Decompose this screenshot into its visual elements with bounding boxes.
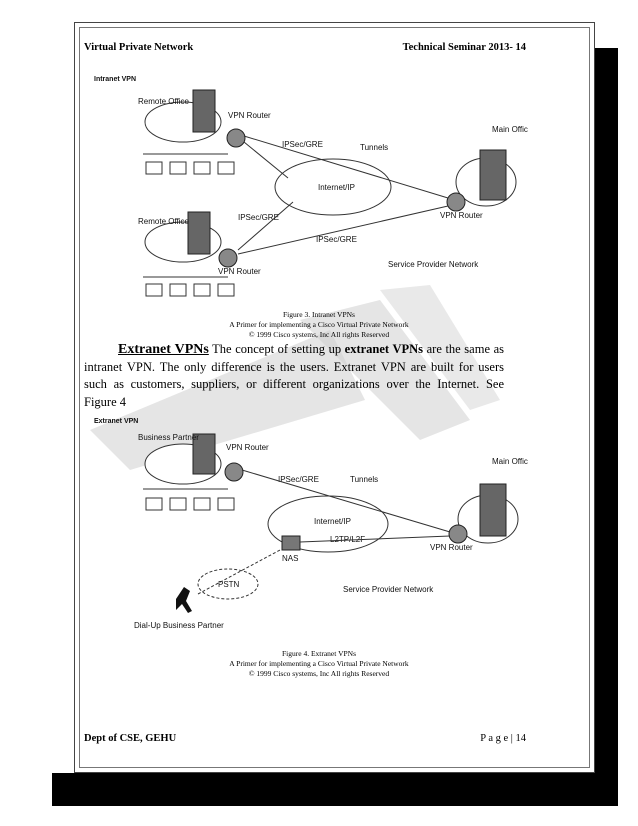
label-ipsec-gre: IPSec/GRE	[278, 475, 319, 484]
label-internet: Internet/IP	[318, 183, 355, 192]
label-ipsec-gre: IPSec/GRE	[316, 235, 357, 244]
caption-line: Figure 3. Intranet VPNs	[283, 310, 355, 319]
router-icon	[226, 128, 246, 148]
router-icon	[446, 192, 466, 212]
caption-line: Figure 4. Extranet VPNs	[281, 649, 357, 658]
label-vpn-router: VPN Router	[218, 267, 261, 276]
label-l2tp: L2TP/L2F	[330, 535, 365, 544]
label-pstn: PSTN	[218, 580, 240, 589]
building-icon	[187, 211, 211, 255]
label-ipsec-gre: IPSec/GRE	[282, 140, 323, 149]
computer-icon	[169, 161, 187, 175]
person-icon	[176, 587, 192, 613]
footer-dept: Dept of CSE, GEHU	[84, 733, 177, 744]
figure-extranet-vpn: Extranet VPN Business Partner VPN Router…	[94, 418, 528, 630]
label-main-office: Main Office	[492, 125, 528, 134]
computer-icon	[145, 161, 163, 175]
nas-icon	[281, 535, 301, 551]
label-remote-office: Remote Office	[138, 97, 190, 106]
building-icon	[479, 149, 507, 201]
caption-line: A Primer for implementing a Cisco Virtua…	[229, 320, 409, 329]
computer-icon	[193, 497, 211, 511]
page-shadow-right	[595, 48, 618, 806]
label-main-office: Main Office	[492, 457, 528, 466]
computer-icon	[145, 283, 163, 297]
header-title: Virtual Private Network	[84, 42, 194, 53]
caption-line: A Primer for implementing a Cisco Virtua…	[229, 659, 409, 668]
caption-line: © 1999 Cisco systems, Inc All rights Res…	[248, 669, 390, 678]
label-tunnels: Tunnels	[360, 143, 388, 152]
section-heading: Extranet VPNs	[118, 342, 209, 357]
computer-icon	[193, 161, 211, 175]
router-icon	[448, 524, 468, 544]
body-paragraph: Extranet VPNs The concept of setting up …	[84, 341, 504, 411]
label-business-partner: Business Partner	[138, 433, 199, 442]
label-vpn-router: VPN Router	[440, 211, 483, 220]
building-icon	[192, 433, 216, 475]
computer-icon	[145, 497, 163, 511]
label-dialup-partner: Dial-Up Business Partner	[134, 621, 224, 630]
label-tunnels: Tunnels	[350, 475, 378, 484]
footer-page: P a g e | 14	[480, 733, 526, 744]
label-remote-office: Remote Office	[138, 217, 190, 226]
computer-icon	[193, 283, 211, 297]
computer-icon	[217, 283, 235, 297]
label-vpn-router: VPN Router	[228, 111, 271, 120]
computer-icon	[169, 283, 187, 297]
router-icon	[224, 462, 244, 482]
label-vpn-router: VPN Router	[430, 543, 473, 552]
paragraph-text: The concept of setting up	[208, 342, 345, 356]
label-service-provider: Service Provider Network	[388, 260, 479, 269]
computer-icon	[217, 497, 235, 511]
building-icon	[192, 89, 216, 133]
label-vpn-router: VPN Router	[226, 443, 269, 452]
computer-icon	[217, 161, 235, 175]
router-icon	[218, 248, 238, 268]
figure-title: Extranet VPN	[94, 418, 138, 425]
figure3-caption: Figure 3. Intranet VPNs A Primer for imp…	[0, 310, 638, 340]
label-ipsec-gre: IPSec/GRE	[238, 213, 279, 222]
building-icon	[479, 483, 507, 537]
header-course: Technical Seminar 2013- 14	[402, 42, 526, 53]
label-service-provider: Service Provider Network	[343, 585, 434, 594]
figure-title: Intranet VPN	[94, 76, 136, 83]
label-internet: Internet/IP	[314, 517, 351, 526]
figure4-caption: Figure 4. Extranet VPNs A Primer for imp…	[0, 649, 638, 679]
page-shadow-bottom	[52, 773, 618, 806]
caption-line: © 1999 Cisco systems, Inc All rights Res…	[248, 330, 390, 339]
label-nas: NAS	[282, 554, 298, 563]
figure-intranet-vpn: Intranet VPN Remote Office VPN Router In…	[94, 76, 528, 297]
paragraph-text: are the same as intranet VPN. The only d…	[84, 342, 504, 409]
computer-icon	[169, 497, 187, 511]
page-border	[79, 27, 590, 768]
paragraph-bold: extranet VPNs	[344, 342, 424, 356]
